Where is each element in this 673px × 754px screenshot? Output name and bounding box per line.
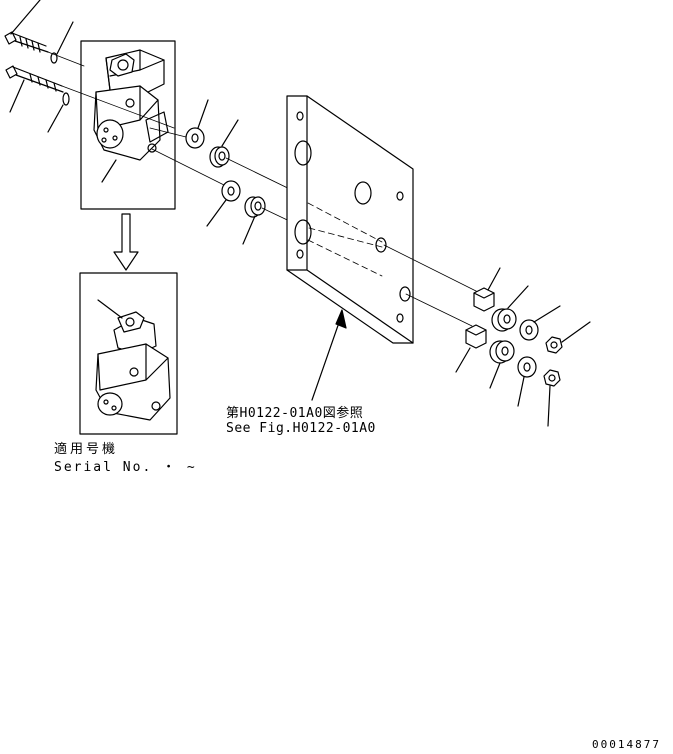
mounting-plate: [286, 95, 414, 344]
dowel-pin-upper: [473, 267, 501, 312]
spacer-left-a: [209, 119, 239, 168]
reference-label-en: See Fig.H0122-01A0: [226, 421, 376, 436]
valve-assembly-upper: [93, 49, 169, 183]
bolt-upper-leader: [10, 0, 41, 35]
washer-upper: [50, 21, 74, 64]
washer-left-a: [185, 99, 209, 149]
spacer-left-b: [242, 196, 266, 245]
spacer-right-lower: [489, 340, 515, 389]
valve-assembly-lower: [95, 299, 171, 421]
document-id: 00014877: [592, 738, 661, 751]
bolt-lower-leader: [9, 79, 25, 113]
reference-label-ja: 第H0122-01A0図参照: [226, 406, 364, 421]
nut-right-upper: [545, 321, 591, 354]
dowel-pin-lower: [455, 324, 487, 373]
washer-right-upper: [519, 305, 561, 341]
valve-box-lower: [79, 272, 178, 435]
valve-box-upper: [80, 40, 176, 210]
applicability-label: 適用号機: [54, 442, 119, 457]
nut-right-lower: [543, 369, 561, 427]
spacer-right-upper: [491, 285, 529, 332]
reference-leader-arrow: [311, 309, 347, 401]
serial-number-label: Serial No. ・ ~: [54, 460, 197, 475]
bolt-upper: [4, 0, 49, 53]
bolt-lower: [5, 65, 64, 113]
washer-lower: [47, 92, 70, 133]
washer-right-lower: [517, 356, 537, 407]
arrow-down-icon: [113, 213, 139, 271]
washer-left-b: [206, 180, 241, 227]
